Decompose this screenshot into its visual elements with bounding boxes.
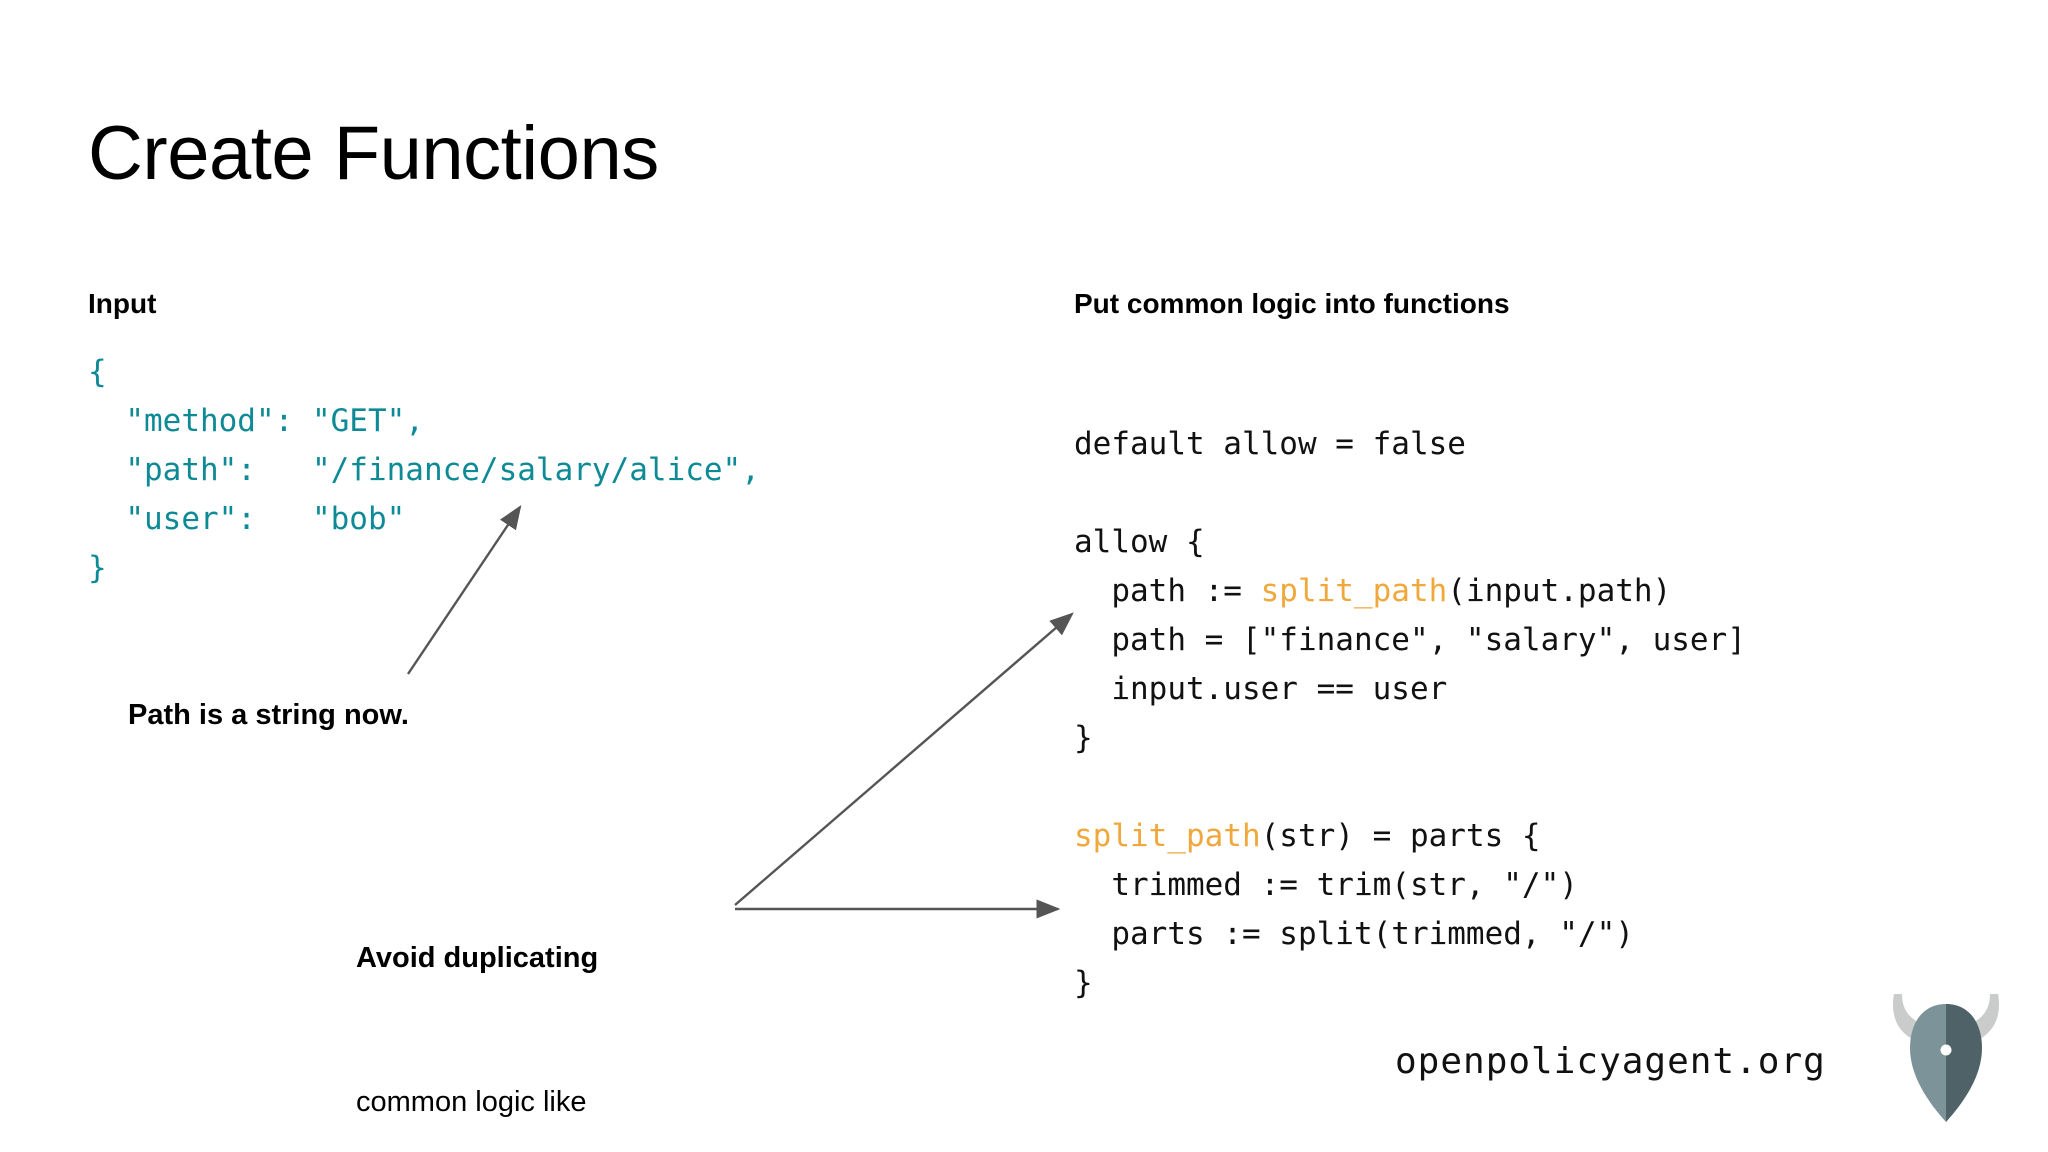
rego-policy-code-block: default allow = false allow { path := sp…	[1074, 420, 1746, 1008]
code-token: default allow = false	[1074, 426, 1466, 462]
code-line: split_path(str) = parts {	[1074, 812, 1746, 861]
code-line: }	[1074, 714, 1746, 763]
annotation-avoid-line2: common logic like	[356, 1086, 587, 1118]
code-line: parts := split(trimmed, "/")	[1074, 910, 1746, 959]
arrow-to-allow-block	[734, 612, 1074, 906]
code-line: }	[1074, 959, 1746, 1008]
annotation-path-is-string: Path is a string now.	[128, 699, 409, 731]
code-line	[1074, 469, 1746, 518]
code-token: allow {	[1074, 524, 1205, 560]
code-line: input.user == user	[1074, 665, 1746, 714]
code-token: trimmed := trim(str, "/")	[1074, 867, 1578, 903]
code-line	[1074, 763, 1746, 812]
code-line: "path": "/finance/salary/alice",	[88, 452, 760, 488]
page-title: Create Functions	[88, 111, 659, 196]
code-line: "method": "GET",	[88, 403, 424, 439]
input-json-code-block: { "method": "GET", "path": "/finance/sal…	[88, 348, 760, 593]
code-token: input.user == user	[1074, 671, 1448, 707]
code-line: trimmed := trim(str, "/")	[1074, 861, 1746, 910]
annotation-avoid-duplicating: Avoid duplicating common logic like stri…	[356, 838, 599, 1152]
code-line: path := split_path(input.path)	[1074, 567, 1746, 616]
code-line: default allow = false	[1074, 420, 1746, 469]
code-token: parts := split(trimmed, "/")	[1074, 916, 1634, 952]
annotation-avoid-line1: Avoid duplicating	[356, 942, 599, 974]
code-token: (str) = parts {	[1260, 818, 1541, 854]
code-token: path :=	[1074, 573, 1261, 609]
code-token-function-name: split_path	[1074, 818, 1261, 854]
code-line: "user": "bob"	[88, 501, 406, 537]
code-line: {	[88, 354, 107, 390]
code-token: }	[1074, 720, 1093, 756]
open-policy-agent-logo	[1892, 994, 2000, 1122]
code-token: path = ["finance", "salary", user]	[1074, 622, 1746, 658]
code-token: (input.path)	[1447, 573, 1672, 609]
code-line: }	[88, 550, 107, 586]
code-token: }	[1074, 965, 1093, 1001]
policy-heading: Put common logic into functions	[1074, 288, 1510, 319]
footer-url: openpolicyagent.org	[1395, 1041, 1826, 1082]
input-heading: Input	[88, 288, 157, 319]
code-token-function-name: split_path	[1260, 573, 1448, 609]
code-line: path = ["finance", "salary", user]	[1074, 616, 1746, 665]
code-line: allow {	[1074, 518, 1746, 567]
